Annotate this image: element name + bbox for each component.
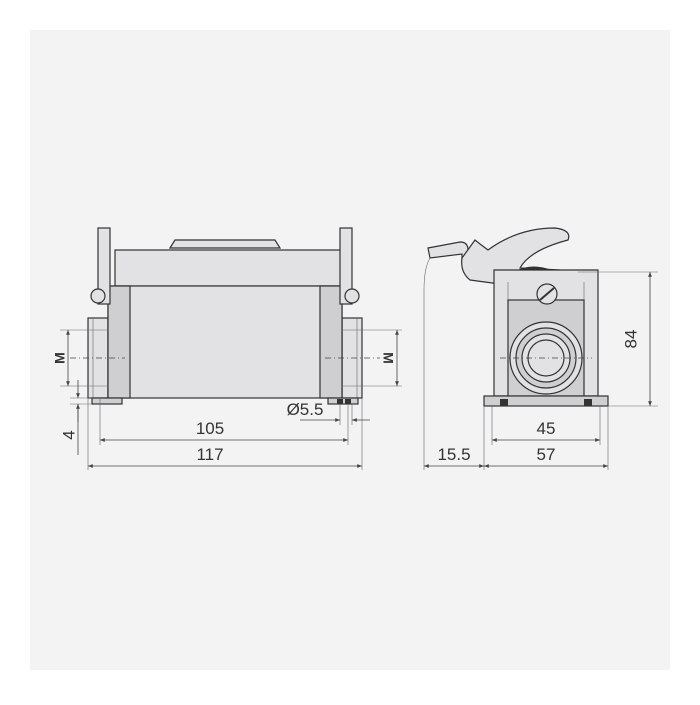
side-base xyxy=(483,395,609,407)
dim-height: 84 xyxy=(621,330,640,349)
dim-thread-left: M xyxy=(52,352,68,364)
dim-hole-diameter: Ø5.5 xyxy=(287,400,324,419)
left-lock-ear xyxy=(97,227,111,305)
dim-depth-inner: 45 xyxy=(537,419,556,438)
dim-width-total: 117 xyxy=(196,445,223,464)
dim-offset: 15.5 xyxy=(437,445,470,464)
left-lock-pin xyxy=(90,288,106,304)
hood xyxy=(114,249,346,287)
dim-base-height: 4 xyxy=(59,430,78,439)
front-view xyxy=(60,227,402,470)
dim-depth-total: 57 xyxy=(537,445,556,464)
dim-thread-right: M xyxy=(380,352,396,364)
side-view xyxy=(423,227,658,470)
right-lock-pin xyxy=(344,288,360,304)
right-lock-ear xyxy=(339,227,353,305)
left-foot xyxy=(91,397,123,405)
top-plate xyxy=(168,239,282,249)
dim-width-inner: 105 xyxy=(196,419,224,438)
front-housing xyxy=(107,285,343,399)
